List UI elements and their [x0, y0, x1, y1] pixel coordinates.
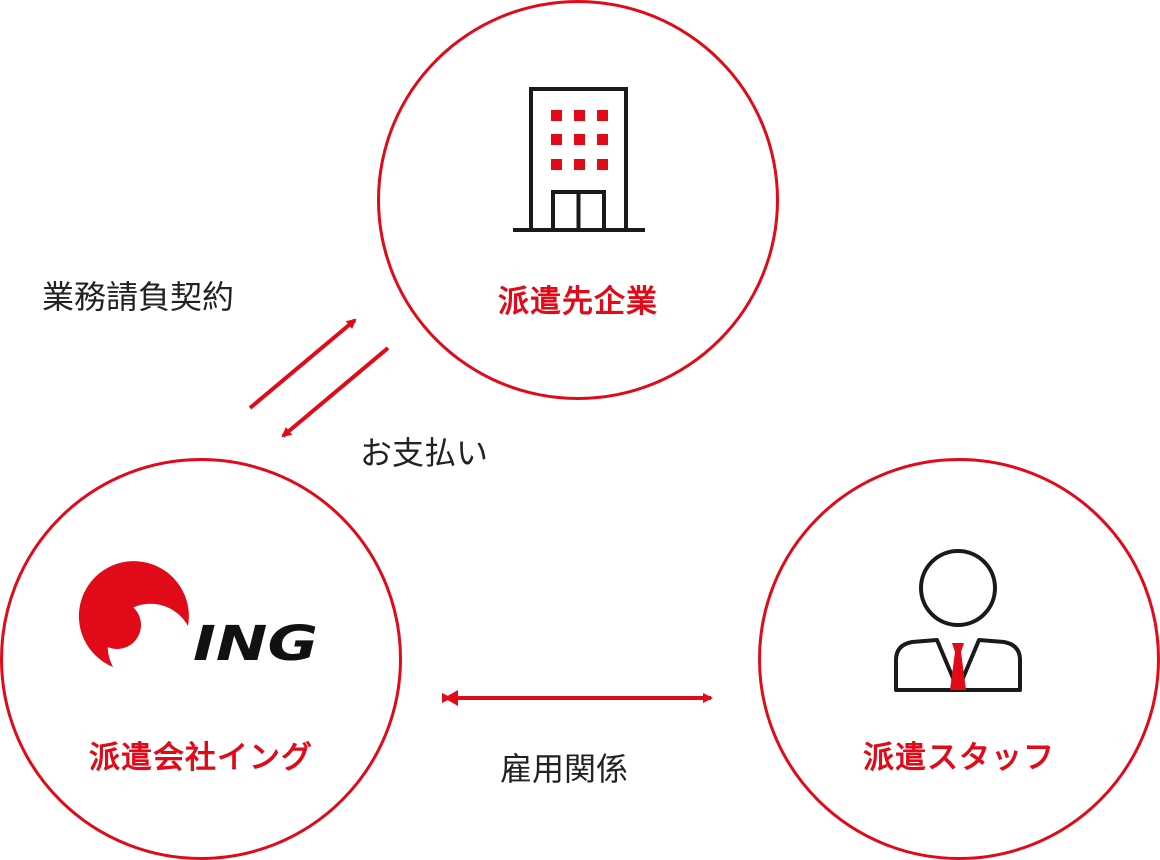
- ing-logo-icon: ING: [78, 561, 318, 672]
- client-company-label: 派遣先企業: [498, 284, 658, 320]
- staffing-agency-node: [0, 458, 402, 860]
- contract-label: 業務請負契約: [42, 278, 235, 316]
- payment-label: お支払い: [360, 434, 489, 472]
- payment-arrow: [281, 346, 390, 438]
- building-icon: [513, 87, 645, 232]
- contract-arrow: [248, 318, 357, 410]
- person-with-tie-icon: [894, 549, 1022, 692]
- employment-label: 雇用関係: [500, 750, 629, 788]
- staffing-agency-label: 派遣会社イング: [89, 740, 313, 776]
- building-windows: [551, 110, 608, 170]
- ing-logo-text: ING: [193, 616, 318, 672]
- dispatched-staff-label: 派遣スタッフ: [863, 740, 1055, 776]
